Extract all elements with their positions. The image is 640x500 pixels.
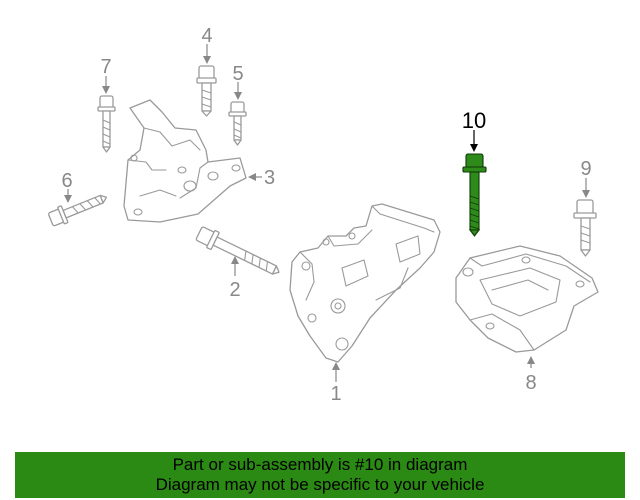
bolt-9[interactable] [573,199,597,257]
callout-7: 7 [100,56,111,78]
callout-8: 8 [525,372,536,394]
banner-line-1: Part or sub-assembly is #10 in diagram [172,455,468,474]
parts-diagram: 1 2 3 4 5 6 7 8 9 10 [47,25,599,405]
part-3-bracket[interactable] [123,99,247,223]
callout-3: 3 [264,167,275,189]
callout-2: 2 [229,279,240,301]
bolt-6[interactable] [47,189,109,228]
bolt-7[interactable] [97,95,116,153]
part-1-bracket[interactable] [289,203,441,363]
part-info-banner: Part or sub-assembly is #10 in diagram D… [15,452,625,498]
bolt-10-highlighted[interactable] [462,153,487,237]
callout-4: 4 [201,25,212,47]
bolt-4[interactable] [196,65,217,117]
callout-9: 9 [580,158,591,180]
callout-1: 1 [330,383,341,405]
callout-leaders [64,44,590,382]
callout-10: 10 [462,108,486,133]
banner-line-2: Diagram may not be specific to your vehi… [155,475,485,494]
bolt-2[interactable] [195,225,283,281]
part-8-mount[interactable] [455,245,599,353]
callout-5: 5 [232,63,243,85]
bolt-5[interactable] [228,101,247,146]
callout-6: 6 [61,170,72,192]
